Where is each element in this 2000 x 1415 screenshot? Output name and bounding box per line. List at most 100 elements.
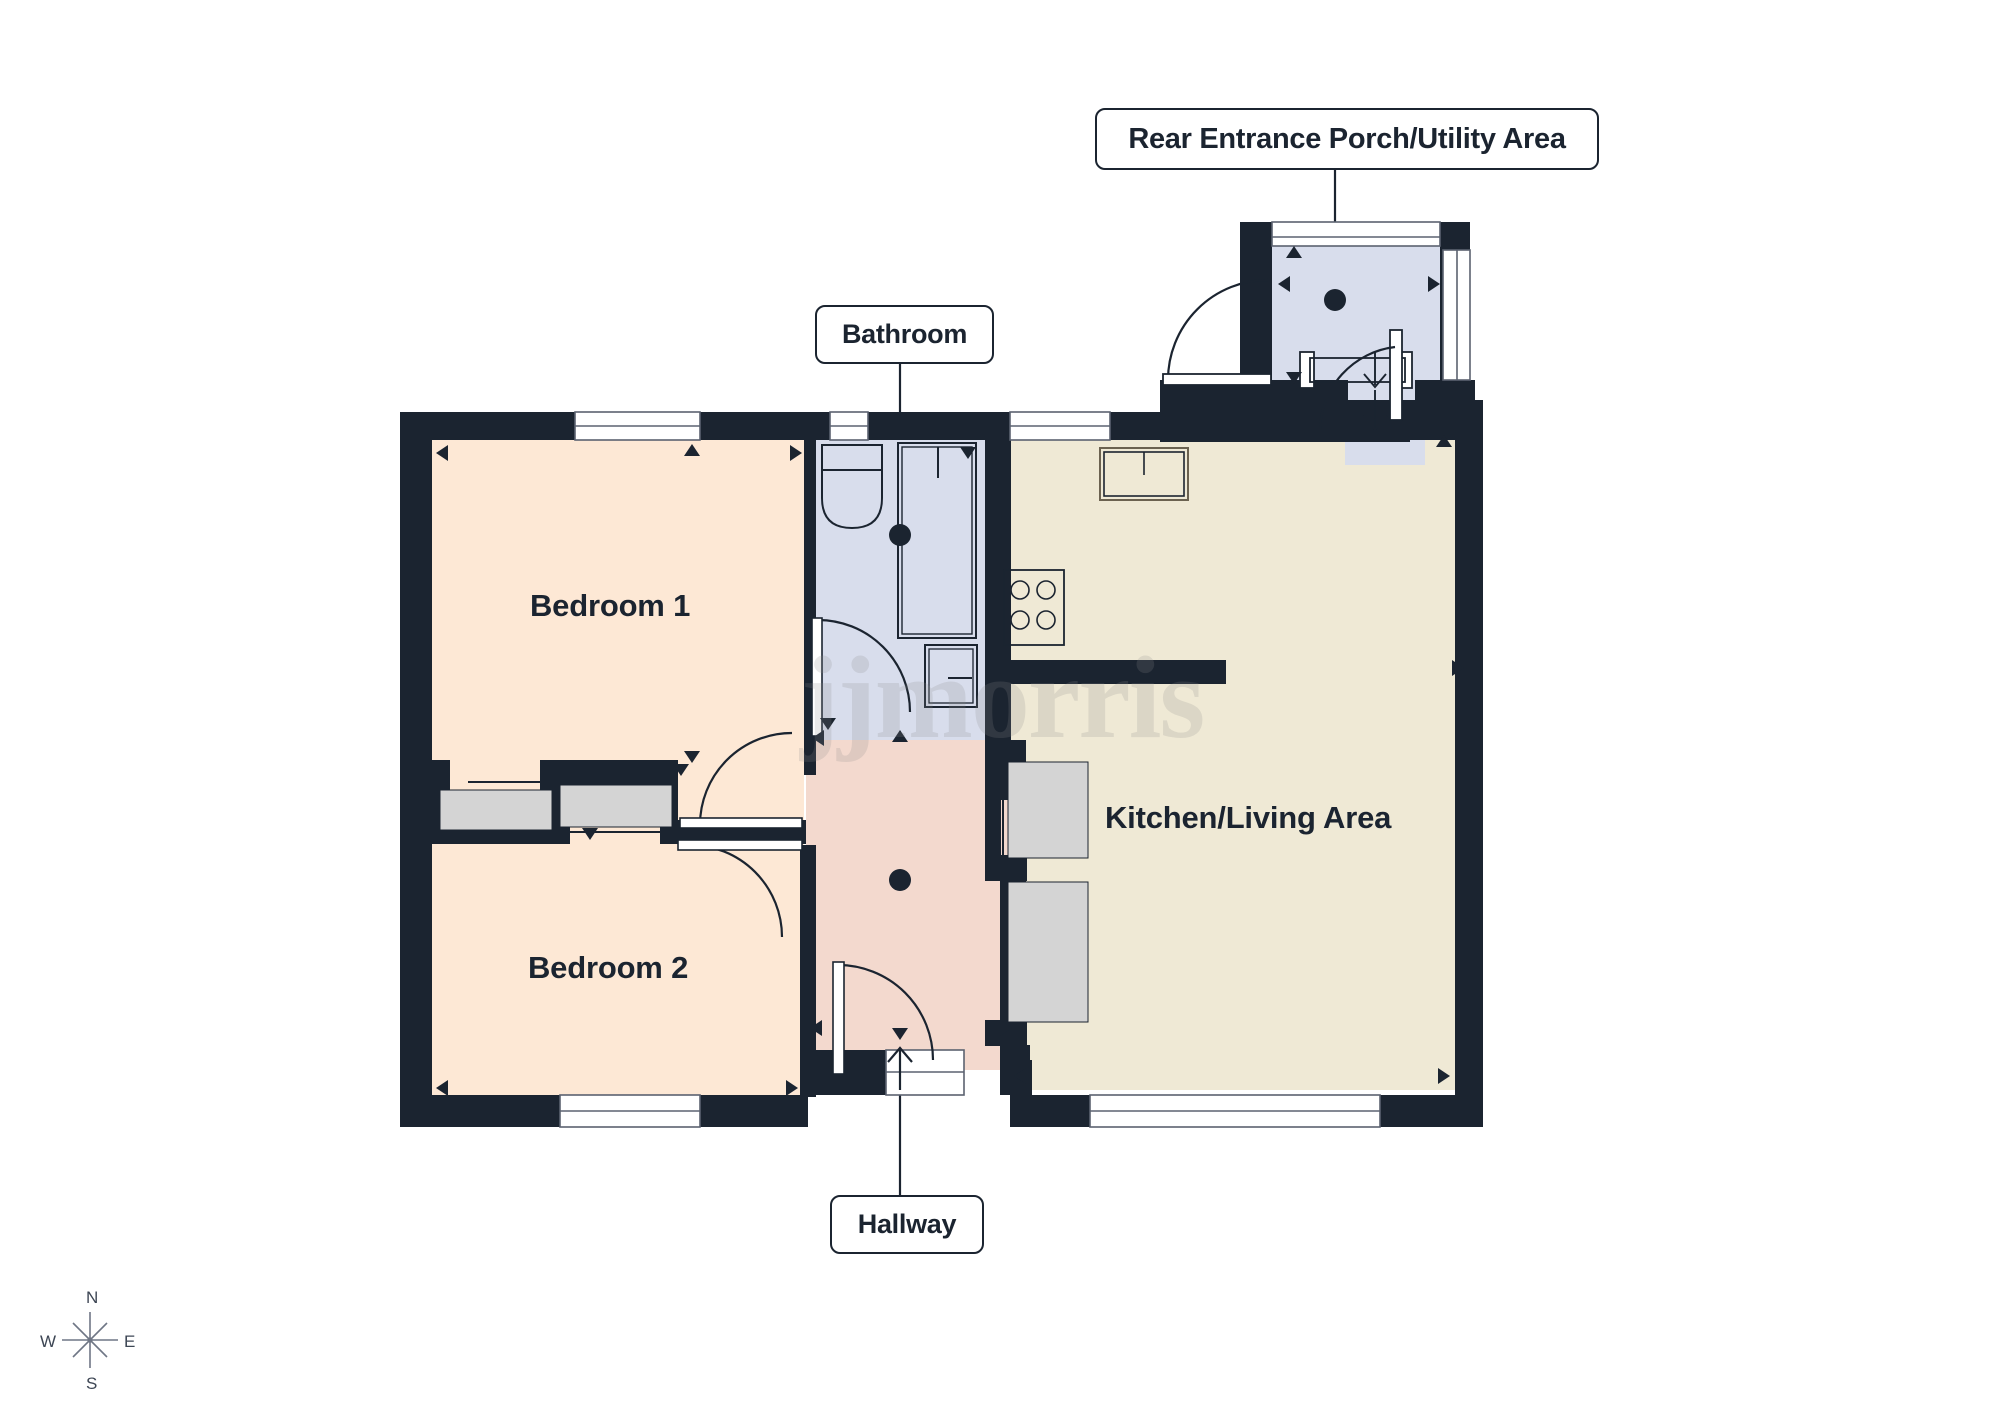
door-bedroom-2 bbox=[677, 839, 803, 938]
compass-south: S bbox=[86, 1374, 98, 1393]
tick-b2-right bbox=[786, 1080, 798, 1096]
built-in-cupboards bbox=[439, 761, 1089, 1023]
tick-hall-left bbox=[810, 1020, 822, 1036]
step-rail bbox=[1309, 357, 1406, 383]
compass-icon bbox=[62, 1312, 118, 1368]
tick-kitchen-r bbox=[1452, 660, 1464, 676]
wall-kitchen-bottom-c bbox=[1380, 1095, 1483, 1127]
tick-hall-top bbox=[892, 730, 908, 742]
compass-east: E bbox=[124, 1332, 136, 1351]
tick-b1-cup bbox=[673, 764, 689, 776]
wall-hall-cup-a-top bbox=[985, 740, 1025, 762]
wall-porch-bottom-b bbox=[1415, 380, 1475, 410]
door-bedroom-1 bbox=[679, 731, 803, 829]
tick-b1-top bbox=[684, 444, 700, 456]
dot-hallway bbox=[889, 869, 911, 891]
compass-center bbox=[87, 1337, 93, 1343]
dot-porch bbox=[1324, 289, 1346, 311]
windows bbox=[559, 221, 1471, 1128]
wall-kitchen-bottom-left bbox=[1010, 1060, 1032, 1127]
window-kitchen-top bbox=[1009, 411, 1111, 441]
bath-tub-icon bbox=[821, 444, 883, 530]
wall-cup-top bbox=[540, 760, 676, 786]
wall-bed2-right bbox=[800, 845, 816, 1097]
door-porch-inner bbox=[1318, 345, 1396, 431]
tick-bath-bottom bbox=[820, 718, 836, 730]
door-hallway-front bbox=[832, 961, 935, 1075]
door-swings bbox=[677, 278, 1396, 1075]
callout-hallway-text: Hallway bbox=[857, 1209, 957, 1239]
tick-kitchen-tr bbox=[1436, 435, 1452, 447]
tick-hall-right bbox=[1000, 1020, 1012, 1036]
wall-hall-bottom-a bbox=[816, 1050, 886, 1095]
bedroom-2-fill bbox=[432, 845, 804, 1095]
tick-porch-left bbox=[1278, 276, 1290, 292]
callout-rear-entrance-porch-text: Rear Entrance Porch/Utility Area bbox=[1128, 122, 1566, 155]
window-hall-front bbox=[885, 1049, 965, 1096]
wall-hall-cup-div2 bbox=[1000, 855, 1026, 879]
dimension-ticks bbox=[436, 246, 1464, 1096]
entrance-arrow bbox=[887, 1046, 913, 1090]
compass-west: W bbox=[40, 1332, 57, 1351]
window-porch-right bbox=[1442, 249, 1471, 381]
wall-kitchen-right bbox=[1455, 412, 1483, 1127]
kitchen-fixtures bbox=[1003, 447, 1189, 646]
compass-rose: N E S W bbox=[30, 1288, 150, 1400]
wall-bed1-hall-b bbox=[804, 765, 816, 775]
bathroom-fixtures bbox=[821, 442, 978, 708]
cupboard-hall-b bbox=[1007, 761, 1089, 859]
compass-north: N bbox=[86, 1288, 99, 1307]
cupboard-hall-a bbox=[559, 784, 673, 828]
wall-porch-left bbox=[1240, 222, 1272, 402]
room-center-dots bbox=[889, 289, 1346, 891]
wall-left-outer bbox=[400, 412, 432, 1127]
shower-enclosure-icon bbox=[897, 442, 977, 639]
window-bedroom1-top bbox=[574, 411, 701, 441]
wall-kitchen-spur bbox=[1010, 660, 1226, 684]
room-label-bedroom-2: Bedroom 2 bbox=[528, 950, 689, 985]
tick-b1-bottom bbox=[684, 751, 700, 763]
tick-bath-left bbox=[812, 730, 824, 746]
tick-porch-bottom bbox=[1286, 372, 1302, 384]
wall-hall-cup-b-bottom bbox=[985, 1020, 1027, 1046]
tick-porch-right bbox=[1428, 276, 1440, 292]
window-kitchen-bottom bbox=[1089, 1094, 1381, 1128]
room-label-kitchen-living-area: Kitchen/Living Area bbox=[1105, 800, 1392, 835]
wall-bottom-b bbox=[700, 1095, 808, 1127]
tick-hall-mid bbox=[892, 1028, 908, 1040]
tick-bath-top bbox=[960, 447, 976, 459]
wall-porch-to-kitchen bbox=[1160, 400, 1410, 442]
tick-kitchen-bl bbox=[1014, 1068, 1026, 1084]
callout-bathroom-text: Bathroom bbox=[841, 319, 968, 349]
tick-kitchen-br bbox=[1438, 1068, 1450, 1084]
tick-b1-right bbox=[790, 445, 802, 461]
cupboard-hall-c bbox=[1007, 881, 1089, 1023]
porch-step bbox=[1299, 329, 1413, 432]
room-label-bedroom-1: Bedroom 1 bbox=[530, 588, 691, 623]
step-down-arrows bbox=[1362, 352, 1388, 432]
wash-basin-icon bbox=[924, 644, 978, 708]
wall-bottom-a bbox=[400, 1095, 560, 1127]
kitchen-fill-b bbox=[1010, 440, 1410, 640]
sink-icon bbox=[1099, 447, 1189, 501]
hob-icon bbox=[1003, 569, 1065, 646]
window-porch-top bbox=[1271, 221, 1441, 247]
callout-rear-entrance-porch[interactable]: Rear Entrance Porch/Utility Area bbox=[1095, 108, 1599, 170]
tick-b2-left bbox=[436, 1080, 448, 1096]
bedroom-1-fill bbox=[432, 440, 804, 765]
callout-hallway[interactable]: Hallway bbox=[830, 1195, 984, 1254]
wall-hall-cup-inner bbox=[985, 762, 1001, 862]
tick-b1-left bbox=[436, 445, 448, 461]
window-bedroom2-bottom bbox=[559, 1094, 701, 1128]
step-edge bbox=[1389, 329, 1403, 421]
door-porch-outer bbox=[1162, 278, 1272, 386]
dot-bathroom bbox=[889, 524, 911, 546]
wall-bath-right bbox=[985, 412, 1011, 742]
wall-top-a bbox=[400, 412, 575, 440]
tick-porch-top bbox=[1286, 246, 1302, 258]
callout-bathroom[interactable]: Bathroom bbox=[815, 305, 994, 364]
tick-b2-top bbox=[582, 828, 598, 840]
window-bathroom-top bbox=[829, 411, 869, 441]
